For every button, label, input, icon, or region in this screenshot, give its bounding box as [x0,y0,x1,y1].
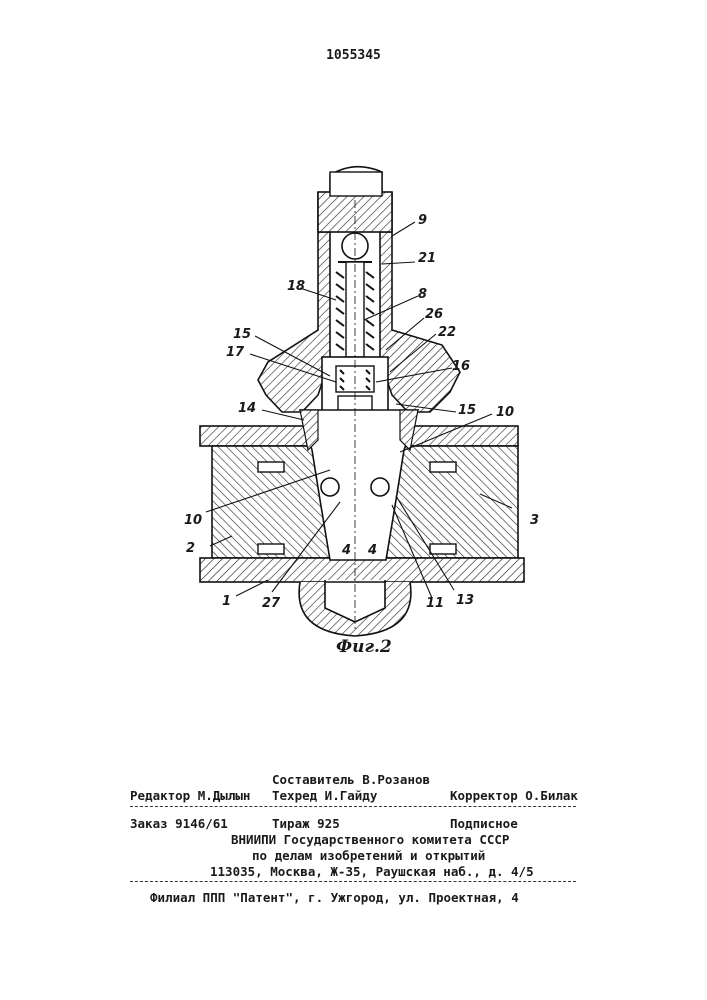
part-label: 15 [458,403,476,418]
technical-drawing: 9 21 18 8 26 22 15 17 16 14 15 10 10 3 2… [0,0,707,700]
divider [130,881,576,882]
part-label: 11 [426,596,444,611]
part-label: 27 [262,596,281,611]
part-label: 18 [287,279,305,294]
imprint-proofreader: Корректор О.Билак [450,788,578,803]
imprint-address: 113035, Москва, Ж-35, Раушская наб., д. … [210,864,534,879]
part-label: 17 [226,345,245,360]
part-label: 1 [222,594,231,609]
part-label: 2 [186,541,195,556]
divider [130,806,576,807]
part-label: 14 [238,401,256,416]
imprint-org-line1: ВНИИПИ Государственного комитета СССР [231,832,509,847]
part-label: 4 [367,543,377,558]
part-label: 21 [418,251,436,266]
part-label: 10 [496,405,514,420]
part-label: 16 [452,359,470,374]
part-label: 13 [456,593,474,608]
part-label: 9 [418,213,427,228]
part-label: 4 [341,543,351,558]
imprint-org-line2: по делам изобретений и открытий [252,848,485,863]
part-label: 26 [425,307,443,322]
imprint-editor: Редактор М.Дылын [130,788,250,803]
imprint-compiler: Составитель В.Розанов [272,772,430,787]
part-label: 3 [530,513,539,528]
imprint-order: Заказ 9146/61 [130,816,228,831]
imprint-subscription: Подписное [450,816,518,831]
figure-caption: Фиг.2 [336,637,392,657]
imprint-tech-editor: Техред И.Гайду [272,788,377,803]
part-label: 10 [184,513,202,528]
part-label: 22 [438,325,456,340]
imprint-branch: Филиал ППП "Патент", г. Ужгород, ул. Про… [150,890,519,905]
part-label: 15 [233,327,251,342]
imprint-circulation: Тираж 925 [272,816,340,831]
part-label: 8 [418,287,427,302]
